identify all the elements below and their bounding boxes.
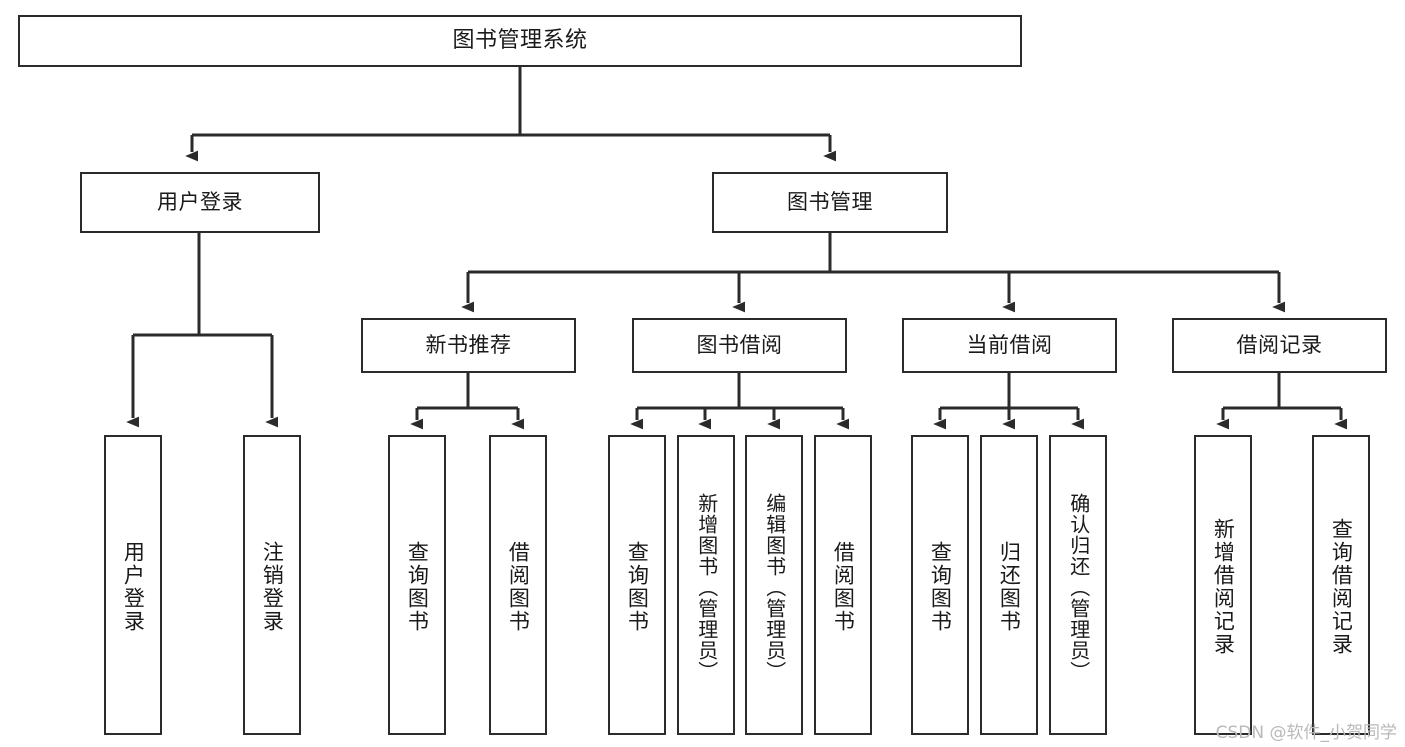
node-label: 借阅记录: [1236, 332, 1323, 357]
node-label: 图书管理: [787, 189, 873, 214]
node-label: 查询图书: [928, 541, 953, 633]
node-label: 新增图书（管理员）: [694, 492, 719, 682]
node-current-borrow[interactable]: 当前借阅: [902, 318, 1117, 373]
leaf-current-borrow-return-book[interactable]: 归还图书: [980, 435, 1038, 735]
node-label: 图书管理系统: [452, 27, 588, 53]
leaf-user-login-login[interactable]: 用户登录: [104, 435, 162, 735]
leaf-borrow-record-query-record[interactable]: 查询借阅记录: [1312, 435, 1370, 735]
node-root-book-management-system[interactable]: 图书管理系统: [18, 15, 1022, 67]
node-label: 借阅图书: [831, 541, 856, 633]
leaf-new-book-query-book[interactable]: 查询图书: [388, 435, 446, 735]
node-label: 注销登录: [260, 541, 285, 633]
node-label: 确认归还（管理员）: [1066, 492, 1091, 682]
node-label: 查询图书: [625, 541, 650, 633]
leaf-new-book-borrow-book[interactable]: 借阅图书: [489, 435, 547, 735]
node-book-borrow[interactable]: 图书借阅: [632, 318, 847, 373]
node-label: 归还图书: [997, 541, 1022, 633]
leaf-book-borrow-add-book-admin[interactable]: 新增图书（管理员）: [677, 435, 735, 735]
leaf-book-borrow-query-book[interactable]: 查询图书: [608, 435, 666, 735]
leaf-current-borrow-confirm-return-admin[interactable]: 确认归还（管理员）: [1049, 435, 1107, 735]
node-label: 图书借阅: [696, 332, 783, 357]
node-label: 当前借阅: [966, 332, 1053, 357]
leaf-current-borrow-query-book[interactable]: 查询图书: [911, 435, 969, 735]
node-label: 借阅图书: [506, 541, 531, 633]
node-label: 用户登录: [157, 189, 243, 214]
leaf-user-login-logout[interactable]: 注销登录: [243, 435, 301, 735]
node-label: 新书推荐: [425, 332, 512, 357]
node-book-management[interactable]: 图书管理: [712, 172, 948, 233]
node-new-book-recommend[interactable]: 新书推荐: [361, 318, 576, 373]
leaf-book-borrow-edit-book-admin[interactable]: 编辑图书（管理员）: [745, 435, 803, 735]
node-user-login[interactable]: 用户登录: [80, 172, 320, 233]
node-label: 查询借阅记录: [1329, 518, 1354, 656]
node-label: 用户登录: [121, 541, 146, 633]
node-label: 新增借阅记录: [1211, 518, 1236, 656]
node-label: 编辑图书（管理员）: [762, 492, 787, 682]
node-label: 查询图书: [405, 541, 430, 633]
node-borrow-record[interactable]: 借阅记录: [1172, 318, 1387, 373]
leaf-book-borrow-borrow-book[interactable]: 借阅图书: [814, 435, 872, 735]
leaf-borrow-record-add-record[interactable]: 新增借阅记录: [1194, 435, 1252, 735]
